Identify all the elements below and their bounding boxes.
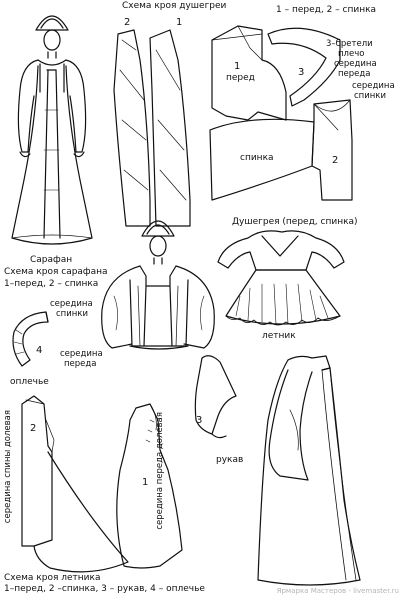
sarafan-parts-legend: 1–перед, 2 – спинка: [4, 279, 99, 289]
sarafan-figure: [11, 15, 93, 245]
label-num-2-dushegreya: 2: [332, 155, 339, 166]
label-num-3-dushegreya: 3: [298, 67, 305, 78]
label-num-1-letnik: 1: [142, 477, 149, 488]
sarafan-pattern-pieces: [113, 29, 191, 227]
label-sarafan: Сарафан: [30, 255, 73, 265]
label-front-grain: середина переда долевая: [155, 412, 165, 530]
label-back-middle-bottom: спинки: [354, 91, 386, 101]
label-num-1-sarafan: 1: [176, 17, 183, 28]
label-straps: 3–бретели: [326, 39, 373, 49]
label-collar-front-bottom: переда: [64, 359, 97, 369]
label-back-grain: середина спины долевая: [3, 410, 13, 524]
watermark: Ярмарка Мастеров - livemaster.ru: [276, 587, 399, 595]
sleeve-piece: [194, 355, 237, 439]
dushegreya-caption: Душегрея (перед, спинка): [232, 217, 358, 227]
letnik-figure: [217, 230, 345, 326]
sarafan-scheme-title: Схема кроя сарафана: [4, 267, 108, 277]
label-front-middle-bottom: переда: [338, 69, 371, 79]
label-back-middle-top: середина: [352, 81, 395, 91]
label-num-2-sarafan: 2: [124, 17, 131, 28]
label-num-3-sleeve: 3: [196, 415, 203, 426]
dushegreya-parts-legend: 1 – перед, 2 – спинка: [276, 5, 377, 15]
dushegreya-figure: [101, 220, 215, 350]
label-num-2-letnik: 2: [30, 423, 37, 434]
label-front-word: перед: [226, 73, 255, 83]
letnik-pattern-pieces: [21, 395, 183, 573]
label-oplechye: оплечье: [10, 377, 49, 387]
label-front-middle-top: середина: [334, 59, 377, 69]
label-collar-back-top: середина: [50, 299, 93, 309]
dushegreya-scheme-title: Схема кроя душегреи: [122, 1, 227, 11]
label-num-4: 4: [36, 345, 43, 356]
letnik-scheme-title: Схема кроя летника: [4, 573, 101, 583]
letnik-large-figure: [257, 355, 361, 586]
label-letnik: летник: [262, 331, 296, 341]
label-shoulder: плечо: [338, 49, 365, 59]
oplechye-piece: [12, 311, 49, 367]
label-num-1-dushegreya: 1: [234, 61, 241, 72]
dushegreya-pattern-pieces: [209, 25, 353, 201]
label-collar-back-bottom: спинки: [56, 309, 88, 319]
label-back-word: спинка: [240, 153, 274, 163]
label-collar-front-top: середина: [60, 349, 103, 359]
label-rukav: рукав: [216, 455, 244, 465]
letnik-parts-legend: 1–перед, 2 –спинка, 3 – рукав, 4 – оплеч…: [4, 584, 205, 594]
